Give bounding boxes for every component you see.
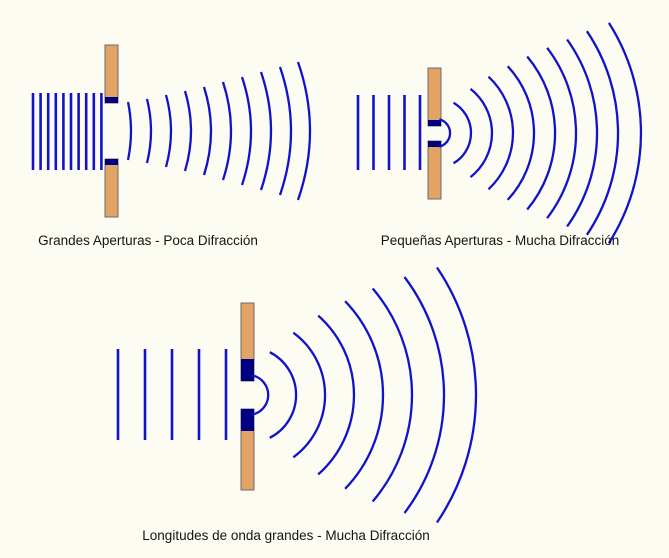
wavefront-arc xyxy=(607,22,643,244)
wavefront-arc xyxy=(259,71,273,191)
wavefront-arc xyxy=(145,98,153,164)
wavefront-arc xyxy=(202,86,213,176)
wavefront-arc xyxy=(566,38,599,228)
wavefront-arc xyxy=(251,374,270,416)
wavefront-arc xyxy=(585,30,620,236)
barrier-slit-edge xyxy=(105,159,118,165)
wavefront-arc xyxy=(436,266,478,524)
wavefront-arc xyxy=(403,276,446,514)
wavefront-arc xyxy=(526,55,557,211)
wavefront-arc xyxy=(183,90,193,172)
wavefront-arc xyxy=(164,94,173,168)
panel-long-wavelength xyxy=(116,266,478,524)
wavefront-arc xyxy=(506,65,536,201)
wavefront-arc xyxy=(546,47,578,219)
barrier-slit-edge xyxy=(428,120,441,126)
wavefront-arc xyxy=(317,314,356,476)
barrier-slit-edge xyxy=(241,409,254,431)
panel-large-aperture xyxy=(31,44,312,218)
caption-small-aperture: Pequeñas Aperturas - Mucha Difracción xyxy=(380,233,620,248)
wavefront-arc xyxy=(269,351,298,439)
wavefront-arc xyxy=(344,300,385,490)
barrier-top xyxy=(104,44,119,104)
barrier-slit-edge xyxy=(105,97,118,103)
wavefront-arc xyxy=(371,287,414,503)
wavefront-arc xyxy=(487,75,515,191)
wavefront-arc xyxy=(439,118,452,148)
barrier-bottom xyxy=(427,140,442,200)
barrier-top xyxy=(427,67,442,127)
wavefront-arc xyxy=(240,76,253,186)
caption-large-aperture: Grandes Aperturas - Poca Difracción xyxy=(38,233,258,248)
wavefront-arc xyxy=(278,66,293,196)
barrier-bottom xyxy=(104,158,119,218)
caption-long-wavelength: Longitudes de onda grandes - Mucha Difra… xyxy=(142,528,430,543)
wavefront-arc xyxy=(469,87,494,179)
panel-small-aperture xyxy=(356,22,643,244)
barrier-slit-edge xyxy=(241,359,254,381)
wavefront-arc xyxy=(292,331,327,459)
wavefront-arc xyxy=(221,81,233,181)
wavefront-arc xyxy=(296,61,312,201)
barrier-slit-edge xyxy=(428,141,441,147)
wavefront-arc xyxy=(452,101,473,165)
wavefront-arc xyxy=(126,101,133,161)
